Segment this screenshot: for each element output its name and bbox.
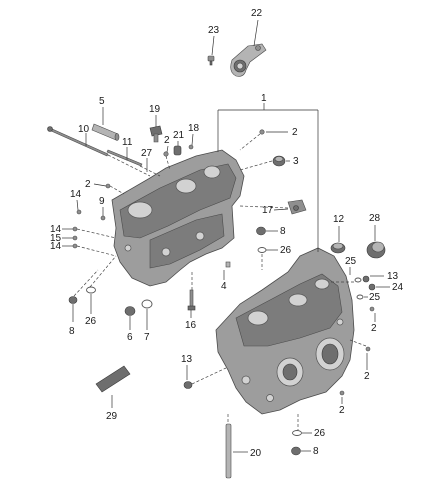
part-16-bolt bbox=[187, 289, 196, 311]
part-11-stud bbox=[106, 149, 143, 167]
callout-25-upper: 25 bbox=[345, 256, 357, 267]
callout-18: 18 bbox=[188, 123, 200, 134]
part-24-fitting bbox=[368, 283, 376, 291]
part-5-pin bbox=[91, 123, 120, 141]
part-18-screw bbox=[188, 144, 194, 150]
part-19-sensor bbox=[149, 125, 163, 143]
callout-17: 17 bbox=[262, 205, 274, 216]
callout-29: 29 bbox=[106, 411, 118, 422]
callout-8-bottom: 8 bbox=[313, 446, 319, 457]
part-12-seal bbox=[330, 242, 346, 254]
part-14-bolt-b bbox=[72, 226, 78, 232]
part-28-seal-ring bbox=[366, 241, 386, 259]
callout-22: 22 bbox=[251, 8, 263, 19]
part-21-plug bbox=[173, 145, 182, 156]
part-26-ring-bottom bbox=[292, 430, 302, 436]
callout-3: 3 bbox=[293, 156, 299, 167]
part-8-plug-center bbox=[256, 226, 266, 236]
part-26-ring-center bbox=[257, 247, 267, 253]
callout-11: 11 bbox=[122, 137, 133, 148]
part-2-bolt-d bbox=[369, 306, 375, 312]
part-2-bolt-c bbox=[105, 183, 111, 189]
callout-8-center: 8 bbox=[280, 226, 286, 237]
leader-lines bbox=[62, 19, 390, 453]
part-25-ring-a bbox=[354, 277, 362, 283]
part-17-bracket bbox=[287, 199, 307, 215]
callout-23: 23 bbox=[208, 25, 220, 36]
crankcase-half-right bbox=[215, 247, 355, 415]
part-13-fitting bbox=[362, 275, 370, 283]
callout-19: 19 bbox=[149, 104, 161, 115]
part-13-bolt-lower bbox=[183, 381, 193, 389]
part-20-rod bbox=[225, 423, 232, 479]
part-8-plug-left bbox=[68, 296, 78, 304]
callout-15: 15 bbox=[50, 233, 62, 244]
callout-10: 10 bbox=[78, 124, 90, 135]
part-2-bolt-e bbox=[365, 346, 371, 352]
part-2-bolt-b bbox=[259, 129, 265, 135]
callout-6: 6 bbox=[127, 332, 133, 343]
callout-26-bottom: 26 bbox=[314, 428, 326, 439]
callout-5: 5 bbox=[99, 96, 105, 107]
crankcase-half-left bbox=[111, 149, 245, 287]
callout-2-right-mid: 2 bbox=[364, 371, 370, 382]
part-26-ring-left bbox=[86, 286, 96, 294]
callout-2-top-left: 2 bbox=[164, 135, 170, 146]
callout-14-upper: 14 bbox=[70, 189, 82, 200]
part-8-plug-bottom bbox=[291, 446, 301, 456]
part-25-ring-b bbox=[356, 294, 364, 300]
callout-2-left: 2 bbox=[85, 179, 91, 190]
part-7-ring bbox=[141, 299, 153, 309]
part-9-bolt bbox=[100, 215, 106, 221]
callout-20: 20 bbox=[250, 448, 262, 459]
callout-9: 9 bbox=[99, 196, 105, 207]
callout-2-right-upper: 2 bbox=[371, 323, 377, 334]
callout-8-left: 8 bbox=[69, 326, 75, 337]
part-4-pin bbox=[225, 261, 231, 268]
callout-7: 7 bbox=[144, 332, 150, 343]
callout-27: 27 bbox=[141, 148, 153, 159]
part-6-plug bbox=[124, 306, 136, 316]
callout-14-mid: 14 bbox=[50, 224, 62, 235]
part-2-bolt-a bbox=[163, 151, 169, 157]
callout-2-top-right: 2 bbox=[292, 127, 298, 138]
callout-labels: 22 23 1 5 19 10 21 18 2 2 11 27 3 2 14 9… bbox=[50, 8, 404, 459]
callout-13-right: 13 bbox=[387, 271, 399, 282]
part-15-bolt bbox=[72, 235, 78, 241]
callout-28: 28 bbox=[369, 213, 381, 224]
callout-16: 16 bbox=[185, 320, 197, 331]
part-29-gasket-strip bbox=[95, 365, 131, 393]
callout-2-right-lower: 2 bbox=[339, 405, 345, 416]
part-14-bolt-a bbox=[76, 209, 82, 215]
callout-14-lower: 14 bbox=[50, 241, 62, 252]
part-22-cover-plate bbox=[230, 43, 267, 77]
part-2-bolt-f bbox=[339, 390, 345, 396]
callout-25-lower: 25 bbox=[369, 292, 381, 303]
callout-12: 12 bbox=[333, 214, 345, 225]
callout-24: 24 bbox=[392, 282, 404, 293]
callout-21: 21 bbox=[173, 130, 185, 141]
callout-26-center: 26 bbox=[280, 245, 292, 256]
callout-26-left: 26 bbox=[85, 316, 97, 327]
callout-4: 4 bbox=[221, 281, 227, 292]
callout-1: 1 bbox=[261, 93, 267, 104]
part-23-screw bbox=[207, 55, 215, 66]
part-14-bolt-c bbox=[72, 243, 78, 249]
callout-13-lower: 13 bbox=[181, 354, 193, 365]
part-3-plug bbox=[272, 155, 286, 167]
part-10-stud bbox=[47, 126, 109, 157]
